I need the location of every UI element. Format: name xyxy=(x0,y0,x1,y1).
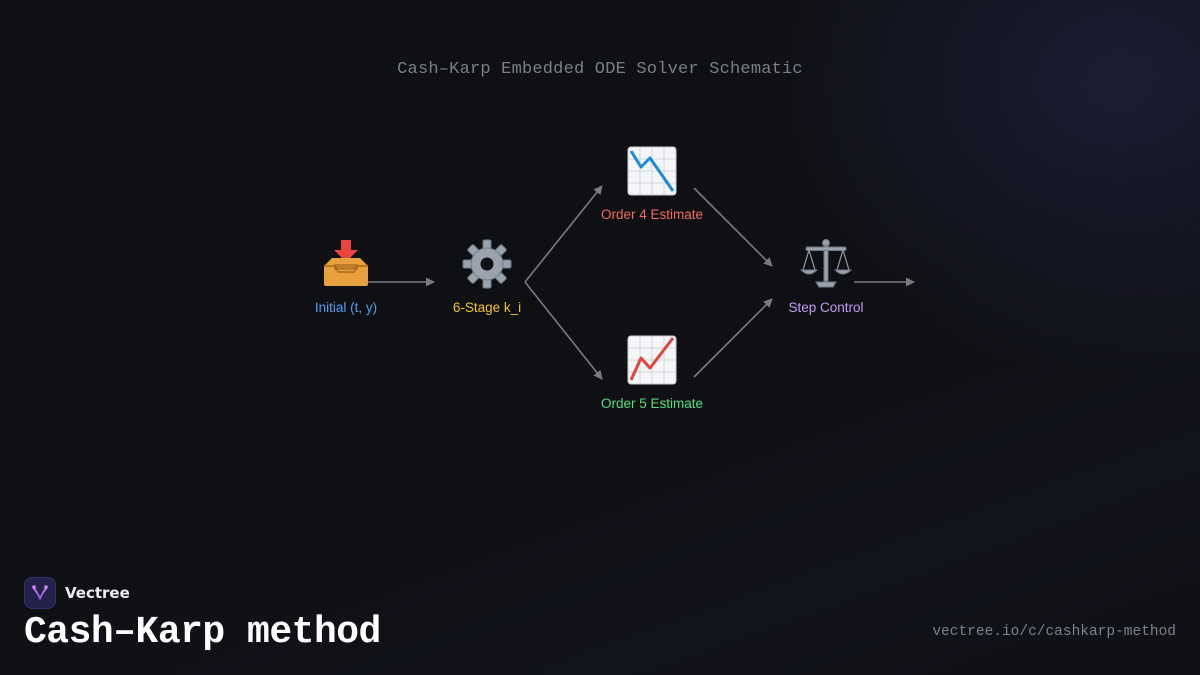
node-label: Order 5 Estimate xyxy=(600,396,704,411)
gear-icon xyxy=(462,239,512,289)
inbox-tray-icon xyxy=(324,240,368,286)
edge-stages-to-order5 xyxy=(524,281,603,380)
edge-stages-to-order4 xyxy=(524,185,603,283)
node-step-control: Step Control xyxy=(756,238,896,315)
edge-order5-to-control xyxy=(693,298,773,378)
node-stages: 6-Stage k_i xyxy=(417,238,557,315)
brand-name: Vectree xyxy=(65,584,130,602)
node-label: 6-Stage k_i xyxy=(452,300,522,315)
node-label: Order 4 Estimate xyxy=(600,207,704,222)
balance-scale-icon xyxy=(800,239,852,288)
node-order4: Order 4 Estimate xyxy=(582,145,722,222)
page-url[interactable]: vectree.io/c/cashkarp-method xyxy=(932,624,1176,640)
node-order5: Order 5 Estimate xyxy=(582,334,722,411)
node-label: Step Control xyxy=(788,300,864,315)
chart-decreasing-icon xyxy=(627,146,677,196)
node-label: Initial (t, y) xyxy=(314,300,378,315)
chart-increasing-icon xyxy=(627,335,677,385)
diagram-title: Cash–Karp Embedded ODE Solver Schematic xyxy=(397,60,803,79)
edge-order4-to-control xyxy=(693,187,773,267)
node-initial: Initial (t, y) xyxy=(276,238,416,315)
page-title: Cash–Karp method xyxy=(24,611,381,654)
brand: Vectree xyxy=(24,577,130,609)
vectree-logo-icon xyxy=(24,577,56,609)
